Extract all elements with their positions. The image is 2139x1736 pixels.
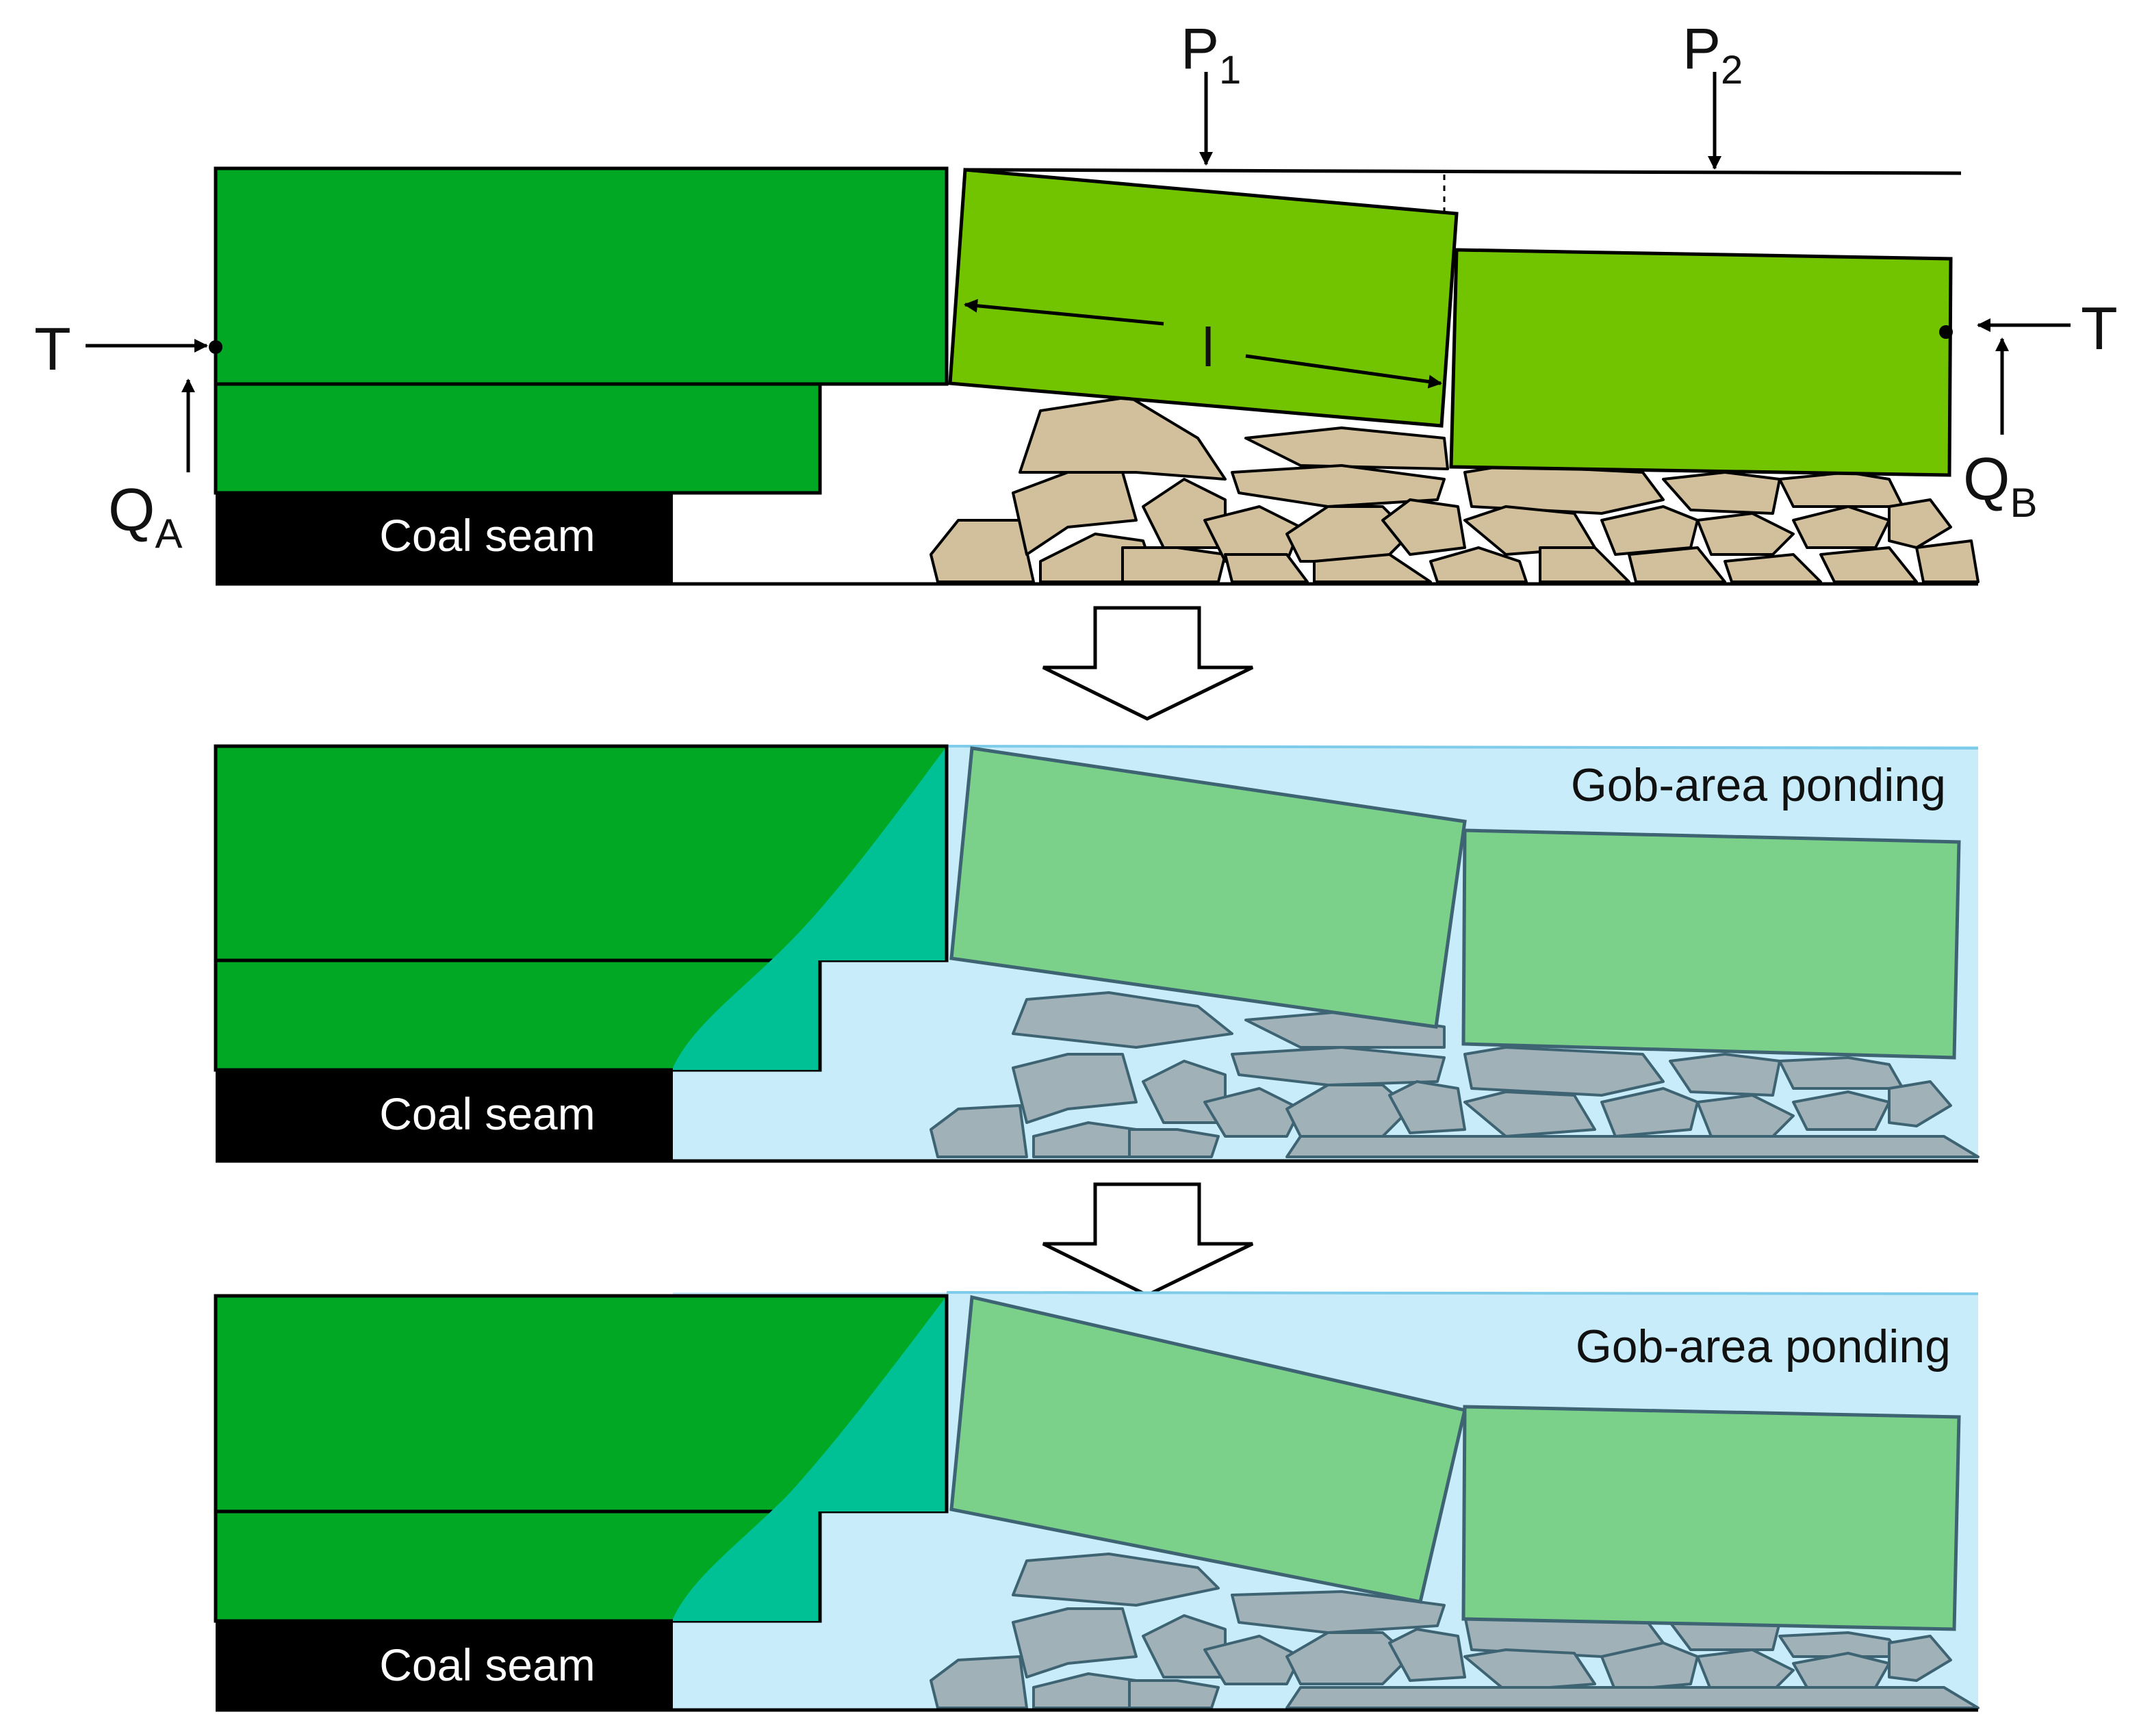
coal-seam-label: Coal seam: [379, 510, 595, 561]
block-length-label: l: [1202, 317, 1214, 378]
broken-block-b-submerged: [1461, 828, 1961, 1060]
coal-seam-label: Coal seam: [379, 1088, 595, 1139]
panel-ponding-stage-1: Coal seam: [214, 744, 1980, 1163]
ponding-label: Gob-area ponding: [1571, 759, 1946, 811]
stage-arrow-2: [1042, 1182, 1254, 1297]
intact-main-roof: [214, 166, 949, 386]
ponding-label: Gob-area ponding: [1576, 1320, 1951, 1373]
shear-qa-label: QA: [108, 476, 182, 557]
broken-block-a-submerged: [949, 1294, 1468, 1604]
panel-ponding-stage-2: Coal seam Gob-: [214, 1291, 1980, 1712]
thrust-right-label: T: [2081, 294, 2118, 362]
broken-block-b-submerged: [1461, 1405, 1961, 1631]
broken-block-b: [1449, 248, 1953, 477]
intact-immediate-roof: [214, 382, 822, 495]
gangue-pile-wet: [930, 1553, 1980, 1709]
broken-block-a-submerged: [949, 746, 1467, 1029]
thrust-left-label: T: [34, 315, 71, 383]
load-p2-label: P2: [1682, 16, 1743, 92]
coal-seam-label: Coal seam: [379, 1639, 595, 1690]
gangue-pile-wet: [930, 991, 1980, 1158]
broken-block-a: [948, 168, 1459, 428]
load-p1-label: P1: [1181, 16, 1241, 92]
stage-arrow-1: [1042, 606, 1254, 721]
water-infiltration-zone: [673, 746, 947, 1070]
panel-before-ponding: Coal seam l P1 P2 T QA T QB: [34, 16, 2118, 586]
gangue-pile: [930, 396, 1980, 583]
water-infiltration-zone: [673, 1296, 947, 1621]
shear-qb-label: QB: [1963, 445, 2037, 526]
